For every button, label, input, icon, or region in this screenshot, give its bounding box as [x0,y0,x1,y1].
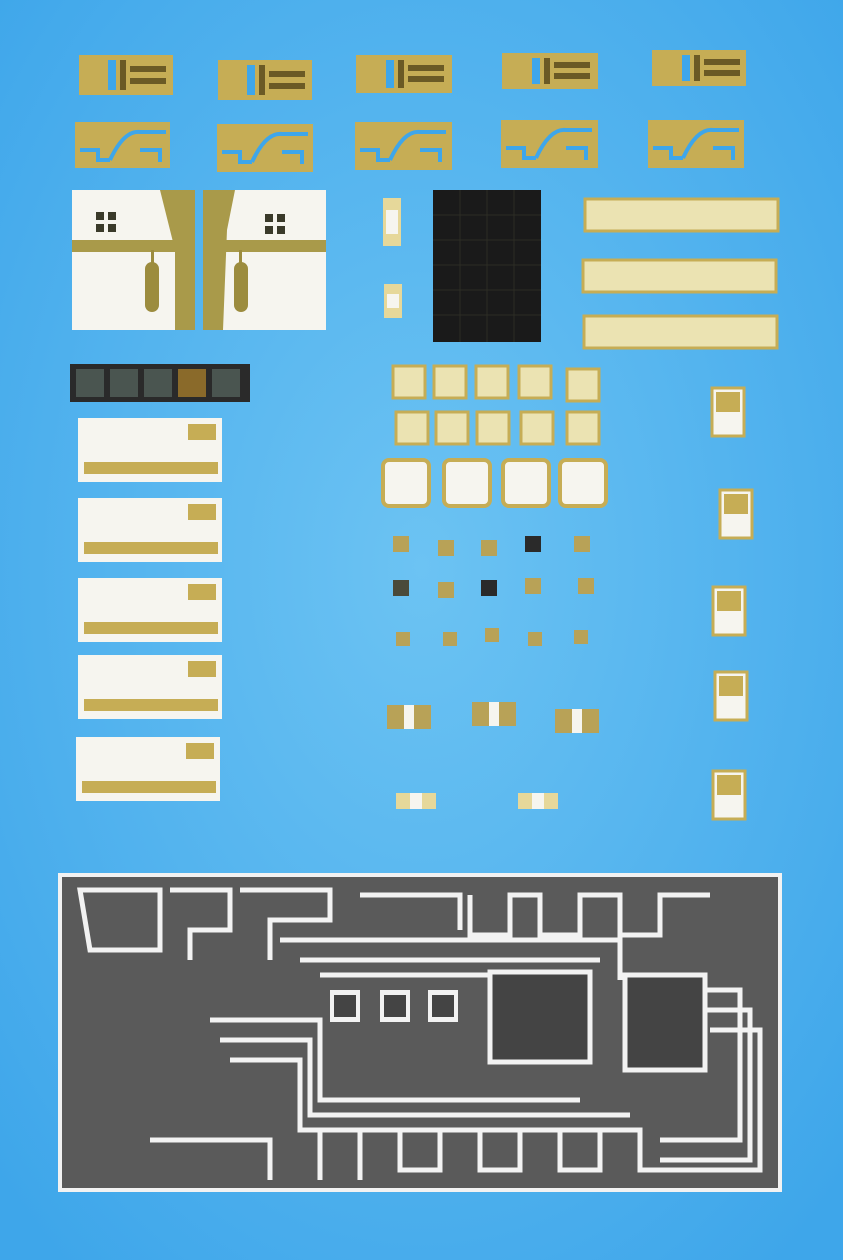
gold-chip [502,53,598,89]
striped-chips [387,702,599,733]
gold-chip [652,50,746,86]
large-white-substrate-right [203,190,326,330]
gold-strip-bar [583,197,780,233]
circuit-board [58,873,782,1192]
side-chips [710,386,754,821]
white-substrate-card [78,498,222,562]
gold-strip-bar [581,258,778,294]
gold-chip-row-2 [75,120,744,172]
gold-coupler-chip [75,122,170,168]
white-substrate-card [78,578,222,642]
clip-pads [381,458,608,508]
white-substrate-card [78,655,222,719]
side-chip [710,386,746,438]
small-pad-grid [391,364,601,446]
gold-strip-bars [581,197,780,350]
gold-chip-row-1 [79,50,746,100]
gold-coupler-chip [648,120,744,168]
large-white-substrate-left [72,190,195,330]
mini-chips [396,793,558,809]
tiny-chips [393,536,594,646]
white-substrate-cards [76,418,222,801]
gold-strip-bar [582,314,779,350]
gold-chip [79,55,173,95]
gold-coupler-chip [217,124,313,172]
gold-coupler-chip [501,120,598,168]
white-substrate-card [76,737,220,801]
dark-chip-array [70,364,250,402]
side-chip [713,670,749,722]
gold-coupler-chip [355,122,452,170]
white-substrate-card [78,418,222,482]
dark-chip-block [433,190,541,342]
gold-chip [356,55,452,93]
side-chip [711,769,747,821]
side-chip [718,488,754,540]
small-vertical-chip [384,284,402,318]
gold-chip [218,60,312,100]
side-chip [711,585,747,637]
small-vertical-chip [383,198,401,246]
